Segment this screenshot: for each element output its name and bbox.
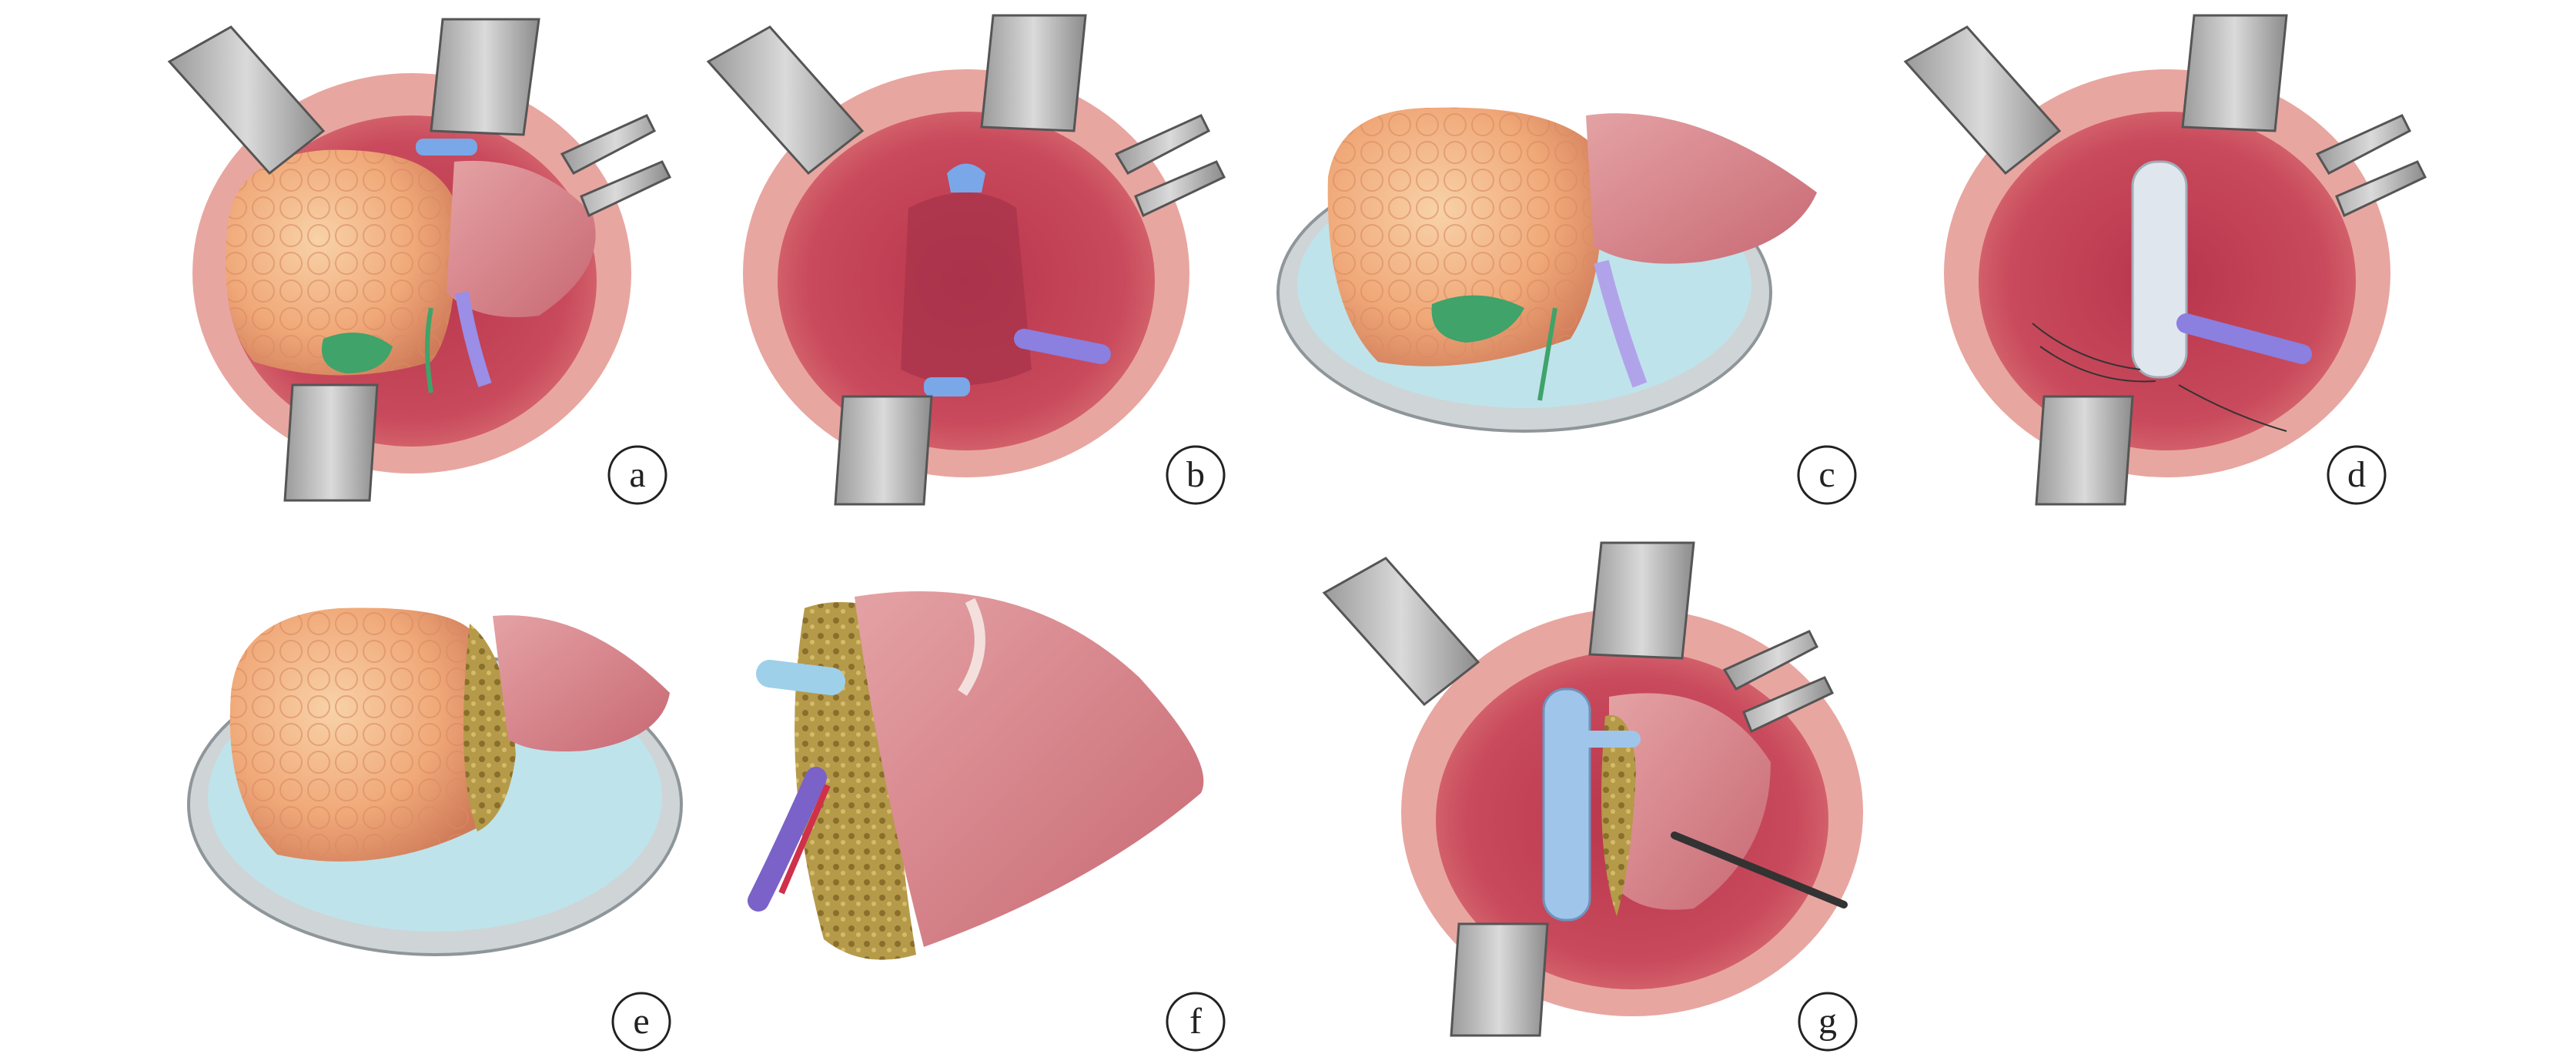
portal-vein-stump [1014, 329, 1111, 364]
panel-c: c [1276, 107, 1857, 505]
retractor-top [430, 18, 540, 136]
svg-text:g: g [1818, 1001, 1837, 1042]
retractor-right [560, 114, 672, 218]
retractor-right [1114, 114, 1226, 218]
tumor-texture [1327, 107, 1603, 366]
retractor-bottom [1450, 922, 1549, 1037]
panel-f: f [748, 591, 1226, 1052]
svg-text:f: f [1189, 1001, 1202, 1042]
ligament [958, 597, 985, 696]
panel-a: a [167, 18, 672, 505]
vena-cava-top [416, 139, 477, 156]
panel-label-a: a [607, 445, 667, 505]
retractor-top-left [1322, 557, 1480, 707]
panel-label-c: c [1797, 445, 1857, 505]
retractor-top-left [167, 25, 326, 176]
remnant-liver [493, 615, 670, 751]
svg-text:c: c [1818, 454, 1835, 495]
retractor-bottom [283, 383, 379, 502]
retractor-right [1722, 630, 1835, 734]
bile-duct [1537, 307, 1557, 401]
portal-vein-graft [748, 767, 827, 912]
portal-vein [455, 291, 492, 387]
panel-d: d [1903, 14, 2427, 506]
panel-label-b: b [1166, 445, 1226, 505]
retractor-top-left [1903, 25, 2062, 176]
retractor-top [980, 14, 1087, 132]
tumor-texture [226, 149, 456, 376]
infrahepatic-ivc-stump [924, 377, 970, 397]
forceps [1671, 831, 1848, 908]
cut-surface [463, 624, 516, 831]
hepatic-vein-graft [756, 660, 845, 695]
portal-vein-anastomosis [2176, 313, 2312, 364]
retractor-top-left [706, 25, 865, 176]
panel-label-f: f [1166, 992, 1226, 1052]
svg-text:e: e [633, 1001, 649, 1042]
suprahepatic-ivc-stump [947, 163, 985, 192]
panel-g: g [1322, 541, 1863, 1052]
panel-e: e [187, 607, 683, 1052]
panel-label-e: e [611, 992, 671, 1052]
panel-label-d: d [2327, 445, 2387, 505]
sutures [2032, 323, 2287, 432]
retroperitoneum [901, 192, 1032, 385]
panel-label-g: g [1798, 992, 1858, 1052]
svg-text:a: a [629, 454, 645, 495]
panel-b: b [706, 14, 1226, 506]
svg-text:d: d [2347, 454, 2366, 495]
ivc-graft [1542, 688, 1591, 922]
liver-right-lobe [447, 160, 596, 317]
gallbladder [322, 333, 393, 373]
gallbladder [1431, 295, 1524, 343]
cut-surface [1601, 714, 1636, 916]
liver-right-lobe [1586, 113, 1817, 264]
hepatic-artery [778, 784, 831, 895]
retractor-bottom [2035, 395, 2134, 506]
svg-text:b: b [1186, 454, 1205, 495]
retractor-right [2315, 114, 2427, 218]
tumor-texture [229, 607, 485, 862]
portal-vein [1594, 259, 1648, 388]
retractor-top [2181, 14, 2288, 132]
bile-duct [425, 307, 433, 393]
remnant-liver-graft [855, 591, 1204, 947]
retractor-top [1588, 541, 1695, 660]
retractor-bottom [834, 395, 933, 506]
ivc-graft [2131, 160, 2188, 379]
